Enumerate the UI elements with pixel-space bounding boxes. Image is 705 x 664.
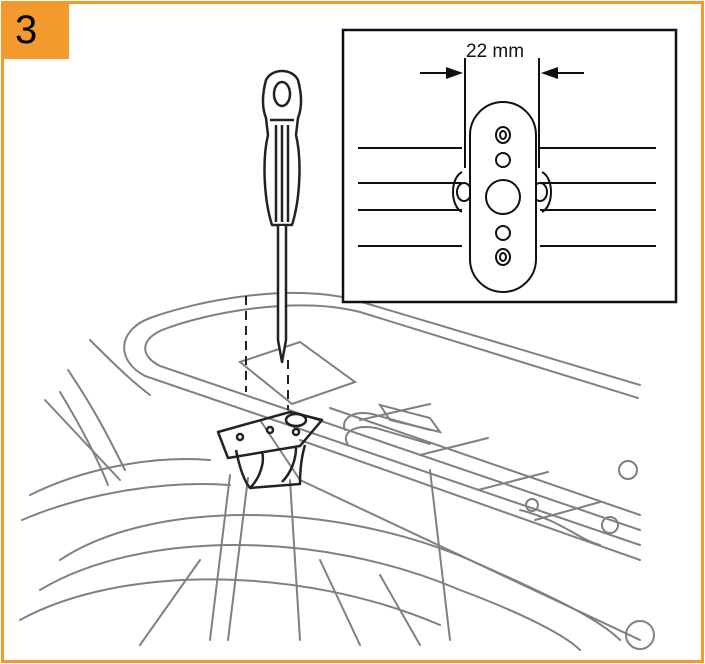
alignment-guide-lines — [245, 296, 289, 410]
screwdriver-icon — [261, 69, 303, 364]
step-number-badge: 3 — [1, 1, 69, 59]
measurement-label: 22 mm — [466, 41, 524, 62]
mount-plate-icon — [216, 410, 324, 490]
rear-rack-drawing — [19, 292, 655, 651]
detail-inset: 22 mm — [341, 28, 678, 304]
